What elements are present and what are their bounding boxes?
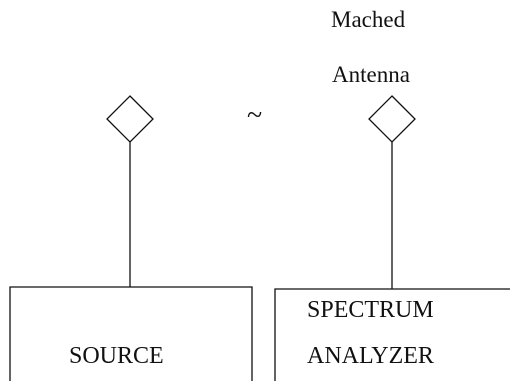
antenna-label-line2: Antenna bbox=[332, 62, 410, 87]
source-label: SOURCE bbox=[69, 343, 164, 369]
analyzer-box bbox=[274, 288, 510, 381]
matched-antenna-icon bbox=[368, 95, 416, 143]
source-box bbox=[9, 286, 253, 381]
analyzer-label-line1: SPECTRUM bbox=[307, 297, 434, 323]
analyzer-label-line2: ANALYZER bbox=[307, 343, 434, 369]
antenna-label-line1: Mached bbox=[331, 7, 406, 32]
source-antenna-icon bbox=[106, 95, 154, 143]
signal-tilde-symbol: ~ bbox=[247, 100, 263, 131]
